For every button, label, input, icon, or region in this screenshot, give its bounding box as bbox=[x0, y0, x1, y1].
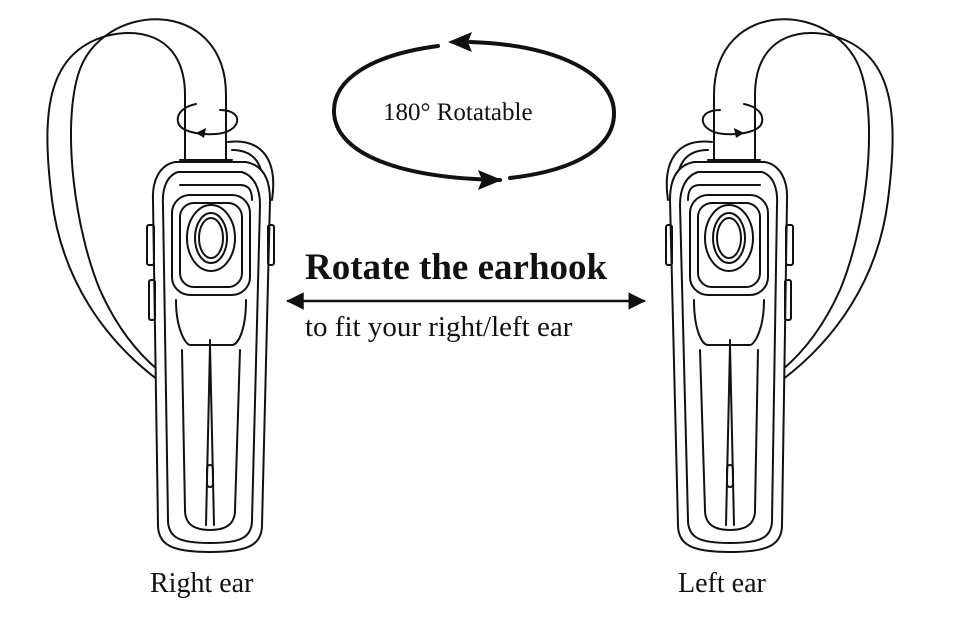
right-ear-caption: Right ear bbox=[150, 568, 253, 600]
left-ear-caption: Left ear bbox=[678, 568, 766, 600]
left-ear-headset bbox=[666, 19, 893, 552]
sub-instruction: to fit your right/left ear bbox=[305, 311, 572, 344]
rotation-label: 180° Rotatable bbox=[383, 99, 533, 127]
main-instruction: Rotate the earhook bbox=[305, 246, 607, 289]
right-ear-headset bbox=[47, 19, 274, 552]
